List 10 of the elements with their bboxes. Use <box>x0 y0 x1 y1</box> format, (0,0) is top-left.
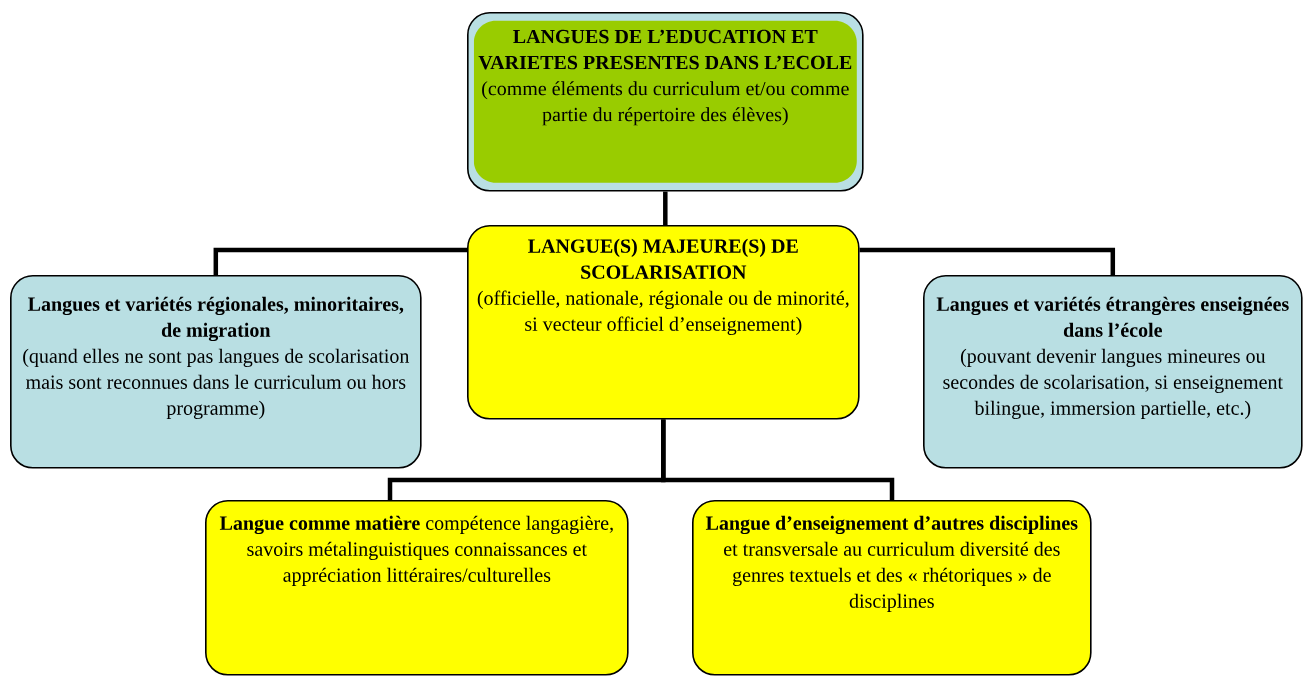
category-box: Langues et variétés régionales, minoritaires, de migration (quand elles ne sont pas langues de scolarisation mais sont reconnues dans le curriculum ou hors programme) <box>10 275 422 469</box>
connector-line <box>859 247 1116 275</box>
category-box: Langue comme matière compétence langagière, savoirs métalinguistiques connaissances et appréciation littéraires/culturelles <box>205 500 629 676</box>
category-box: Langue d’enseignement d’autres disciplines et transversale au curriculum diversité des genres textuels et des « rhétoriques » de disciplines <box>692 500 1092 676</box>
category-box: LANGUES DE L’EDUCATION ET VARIETES PRESENTES DANS L’ECOLE (comme éléments du curriculum et/ou comme partie du répertoire des élèves) <box>467 12 864 192</box>
connector-line <box>661 419 895 500</box>
connector-line <box>663 191 668 225</box>
category-box: Langues et variétés étrangères enseignées dans l’école (pouvant devenir langues mineures ou secondes de scolarisation, si enseignement bilingue, immersion partielle, etc.) <box>923 275 1303 469</box>
category-box: LANGUE(S) MAJEURE(S) DE SCOLARISATION (officielle, nationale, régionale ou de minorité, si vecteur officiel d’enseignement) <box>467 225 860 420</box>
connector-line <box>213 247 467 275</box>
